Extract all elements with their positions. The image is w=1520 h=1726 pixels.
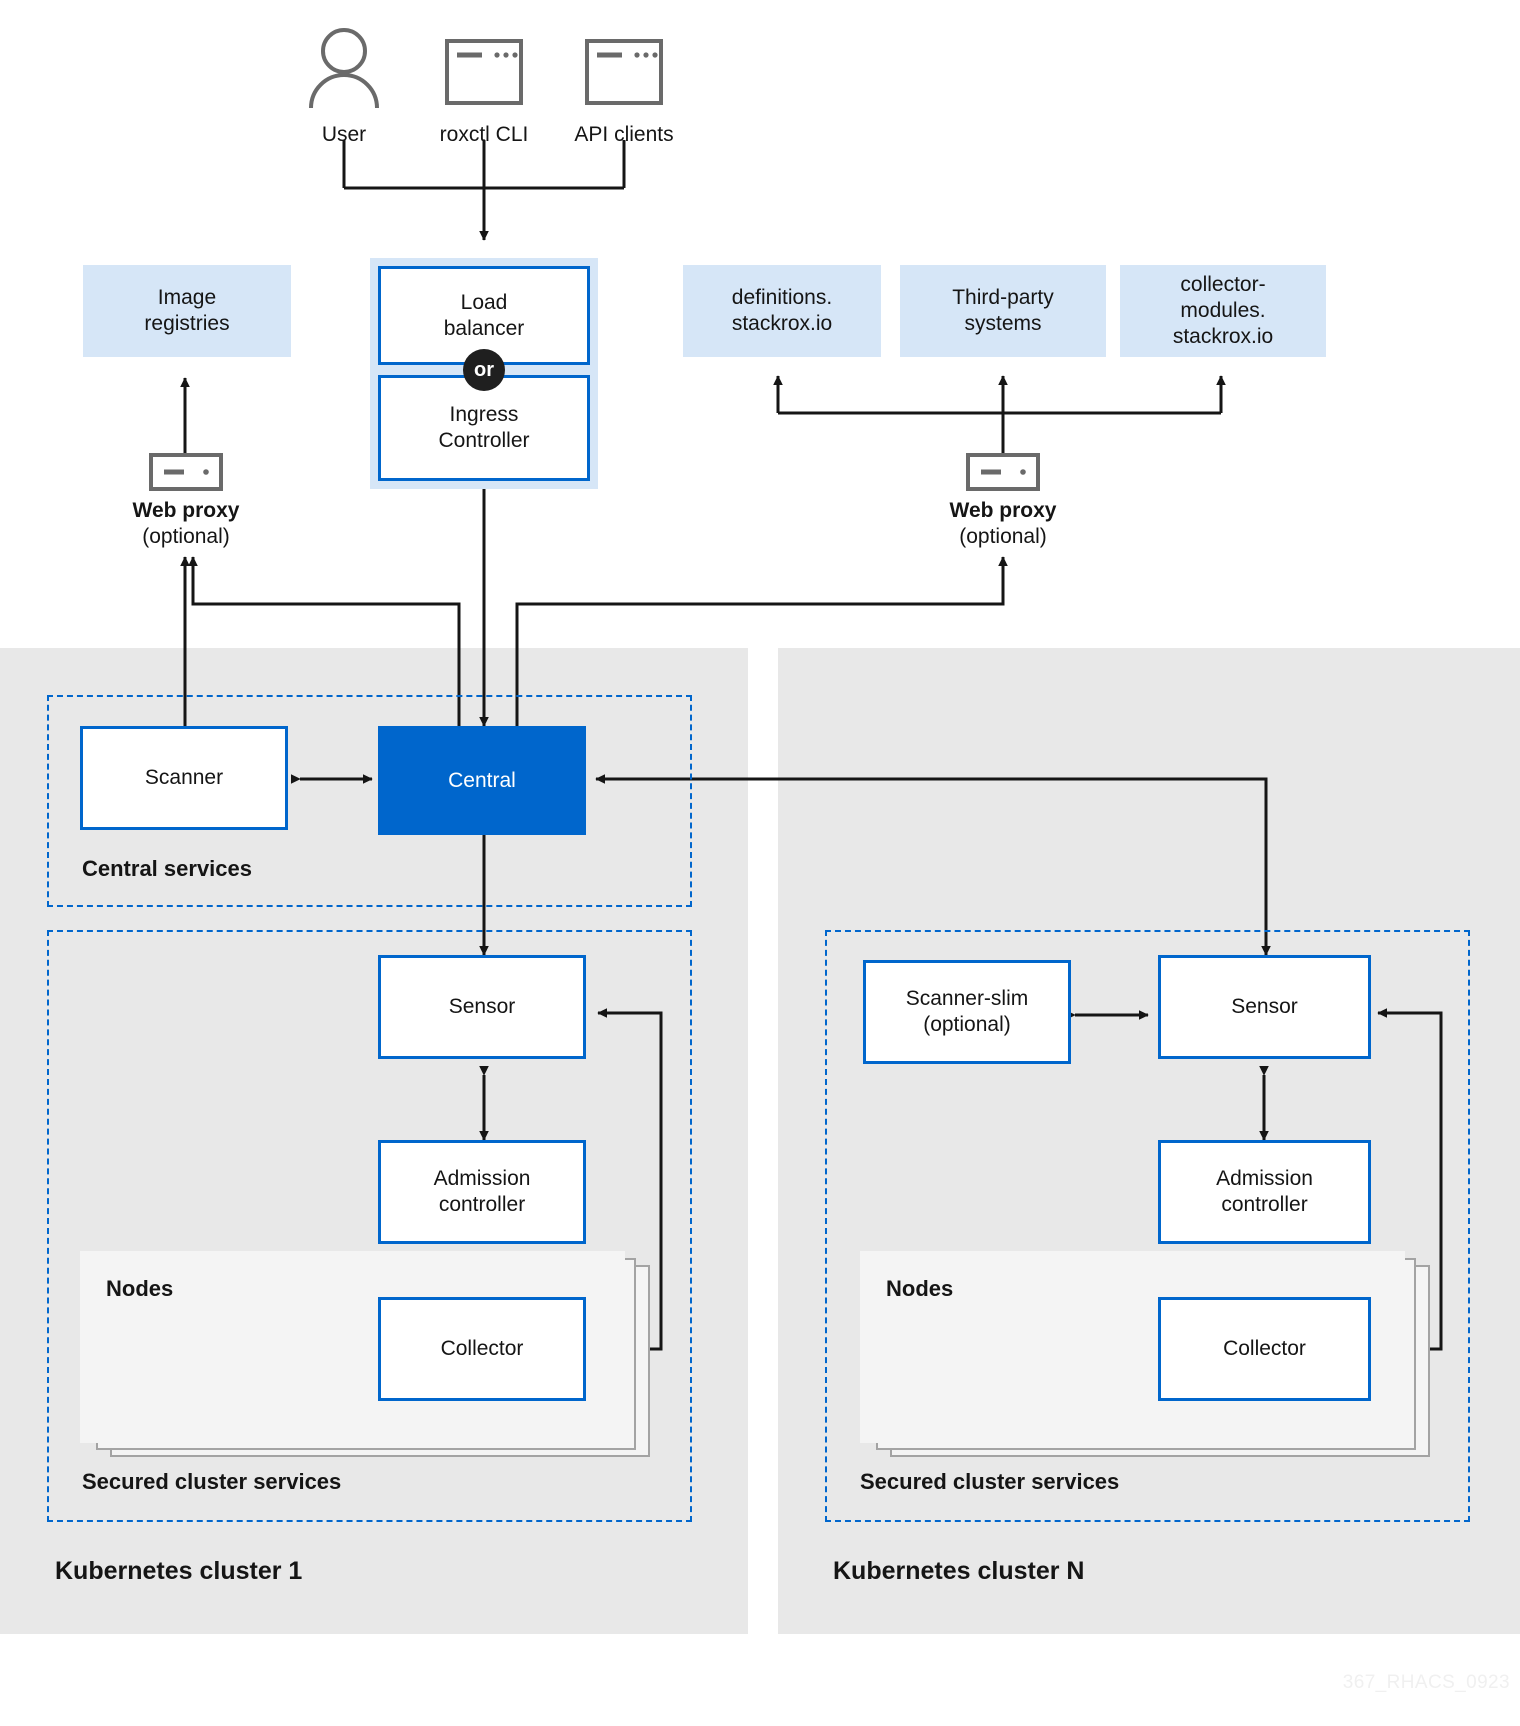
web-proxy-left-label: Web proxy (optional) — [96, 498, 276, 551]
kubernetes-cluster-1-label: Kubernetes cluster 1 — [55, 1557, 303, 1585]
scanner-label: Scanner — [144, 766, 224, 790]
web-proxy-left-icon — [148, 452, 224, 492]
image-registries-box[interactable]: Image registries — [83, 265, 291, 357]
definitions-stackrox-label: definitions. stackrox.io — [731, 285, 833, 335]
kubernetes-cluster-n-label: Kubernetes cluster N — [833, 1557, 1085, 1585]
definitions-stackrox-box[interactable]: definitions. stackrox.io — [683, 265, 881, 357]
cluster-1-secured-services-group — [47, 930, 692, 1522]
central-services-group — [47, 695, 692, 907]
roxctl-cli-label: roxctl CLI — [439, 123, 529, 146]
central-box[interactable]: Central — [378, 726, 586, 835]
third-party-systems-box[interactable]: Third-party systems — [900, 265, 1106, 357]
user-icon — [306, 26, 382, 110]
cluster-n-sensor-label: Sensor — [1231, 995, 1298, 1019]
cluster-n-admission-controller-box[interactable]: Admission controller — [1158, 1140, 1371, 1244]
scanner-box[interactable]: Scanner — [80, 726, 288, 830]
cluster-n-collector-box[interactable]: Collector — [1158, 1297, 1371, 1401]
web-proxy-left-qualifier: (optional) — [142, 525, 230, 549]
collector-modules-stackrox-box[interactable]: collector- modules. stackrox.io — [1120, 265, 1326, 357]
web-proxy-right-label: Web proxy (optional) — [913, 498, 1093, 551]
cluster-n-sensor-box[interactable]: Sensor — [1158, 955, 1371, 1059]
cluster-1-collector-box[interactable]: Collector — [378, 1297, 586, 1401]
cluster-1-nodes-label: Nodes — [106, 1276, 174, 1301]
web-proxy-left-name: Web proxy — [132, 499, 240, 522]
cluster-n-secured-services-group-label: Secured cluster services — [860, 1469, 1120, 1494]
cluster-n-secured-services-group — [825, 930, 1470, 1522]
cluster-n-collector-label: Collector — [1223, 1337, 1306, 1361]
or-badge: or — [463, 349, 505, 391]
watermark-label: 367_RHACS_0923 — [1342, 1672, 1510, 1693]
cluster-n-admission-controller-label: Admission controller — [1216, 1167, 1313, 1216]
central-label: Central — [448, 768, 516, 792]
web-proxy-right-icon — [965, 452, 1041, 492]
third-party-systems-label: Third-party systems — [952, 285, 1054, 335]
cluster-n-nodes-label: Nodes — [886, 1276, 954, 1301]
roxctl-cli-icon — [444, 38, 524, 106]
web-proxy-right-name: Web proxy — [949, 499, 1057, 522]
cluster-1-sensor-box[interactable]: Sensor — [378, 955, 586, 1059]
user-label: User — [321, 123, 367, 146]
cluster-1-admission-controller-box[interactable]: Admission controller — [378, 1140, 586, 1244]
web-proxy-right-qualifier: (optional) — [959, 525, 1047, 549]
image-registries-label: Image registries — [144, 285, 230, 335]
cluster-n-scanner-slim-label: Scanner-slim (optional) — [905, 987, 1029, 1036]
load-balancer-label: Load balancer — [443, 290, 525, 340]
ingress-controller-box[interactable]: Ingress Controller — [378, 375, 590, 481]
cluster-n-scanner-slim-box[interactable]: Scanner-slim (optional) — [863, 960, 1071, 1064]
cluster-1-sensor-label: Sensor — [448, 995, 516, 1019]
api-clients-icon — [584, 38, 664, 106]
ingress-controller-label: Ingress Controller — [438, 403, 530, 452]
cluster-1-admission-controller-label: Admission controller — [433, 1167, 531, 1216]
central-services-group-label: Central services — [82, 856, 252, 881]
collector-modules-stackrox-label: collector- modules. stackrox.io — [1172, 272, 1274, 349]
api-clients-label: API clients — [574, 123, 674, 146]
cluster-1-secured-services-group-label: Secured cluster services — [82, 1469, 342, 1494]
cluster-1-collector-label: Collector — [440, 1337, 524, 1361]
